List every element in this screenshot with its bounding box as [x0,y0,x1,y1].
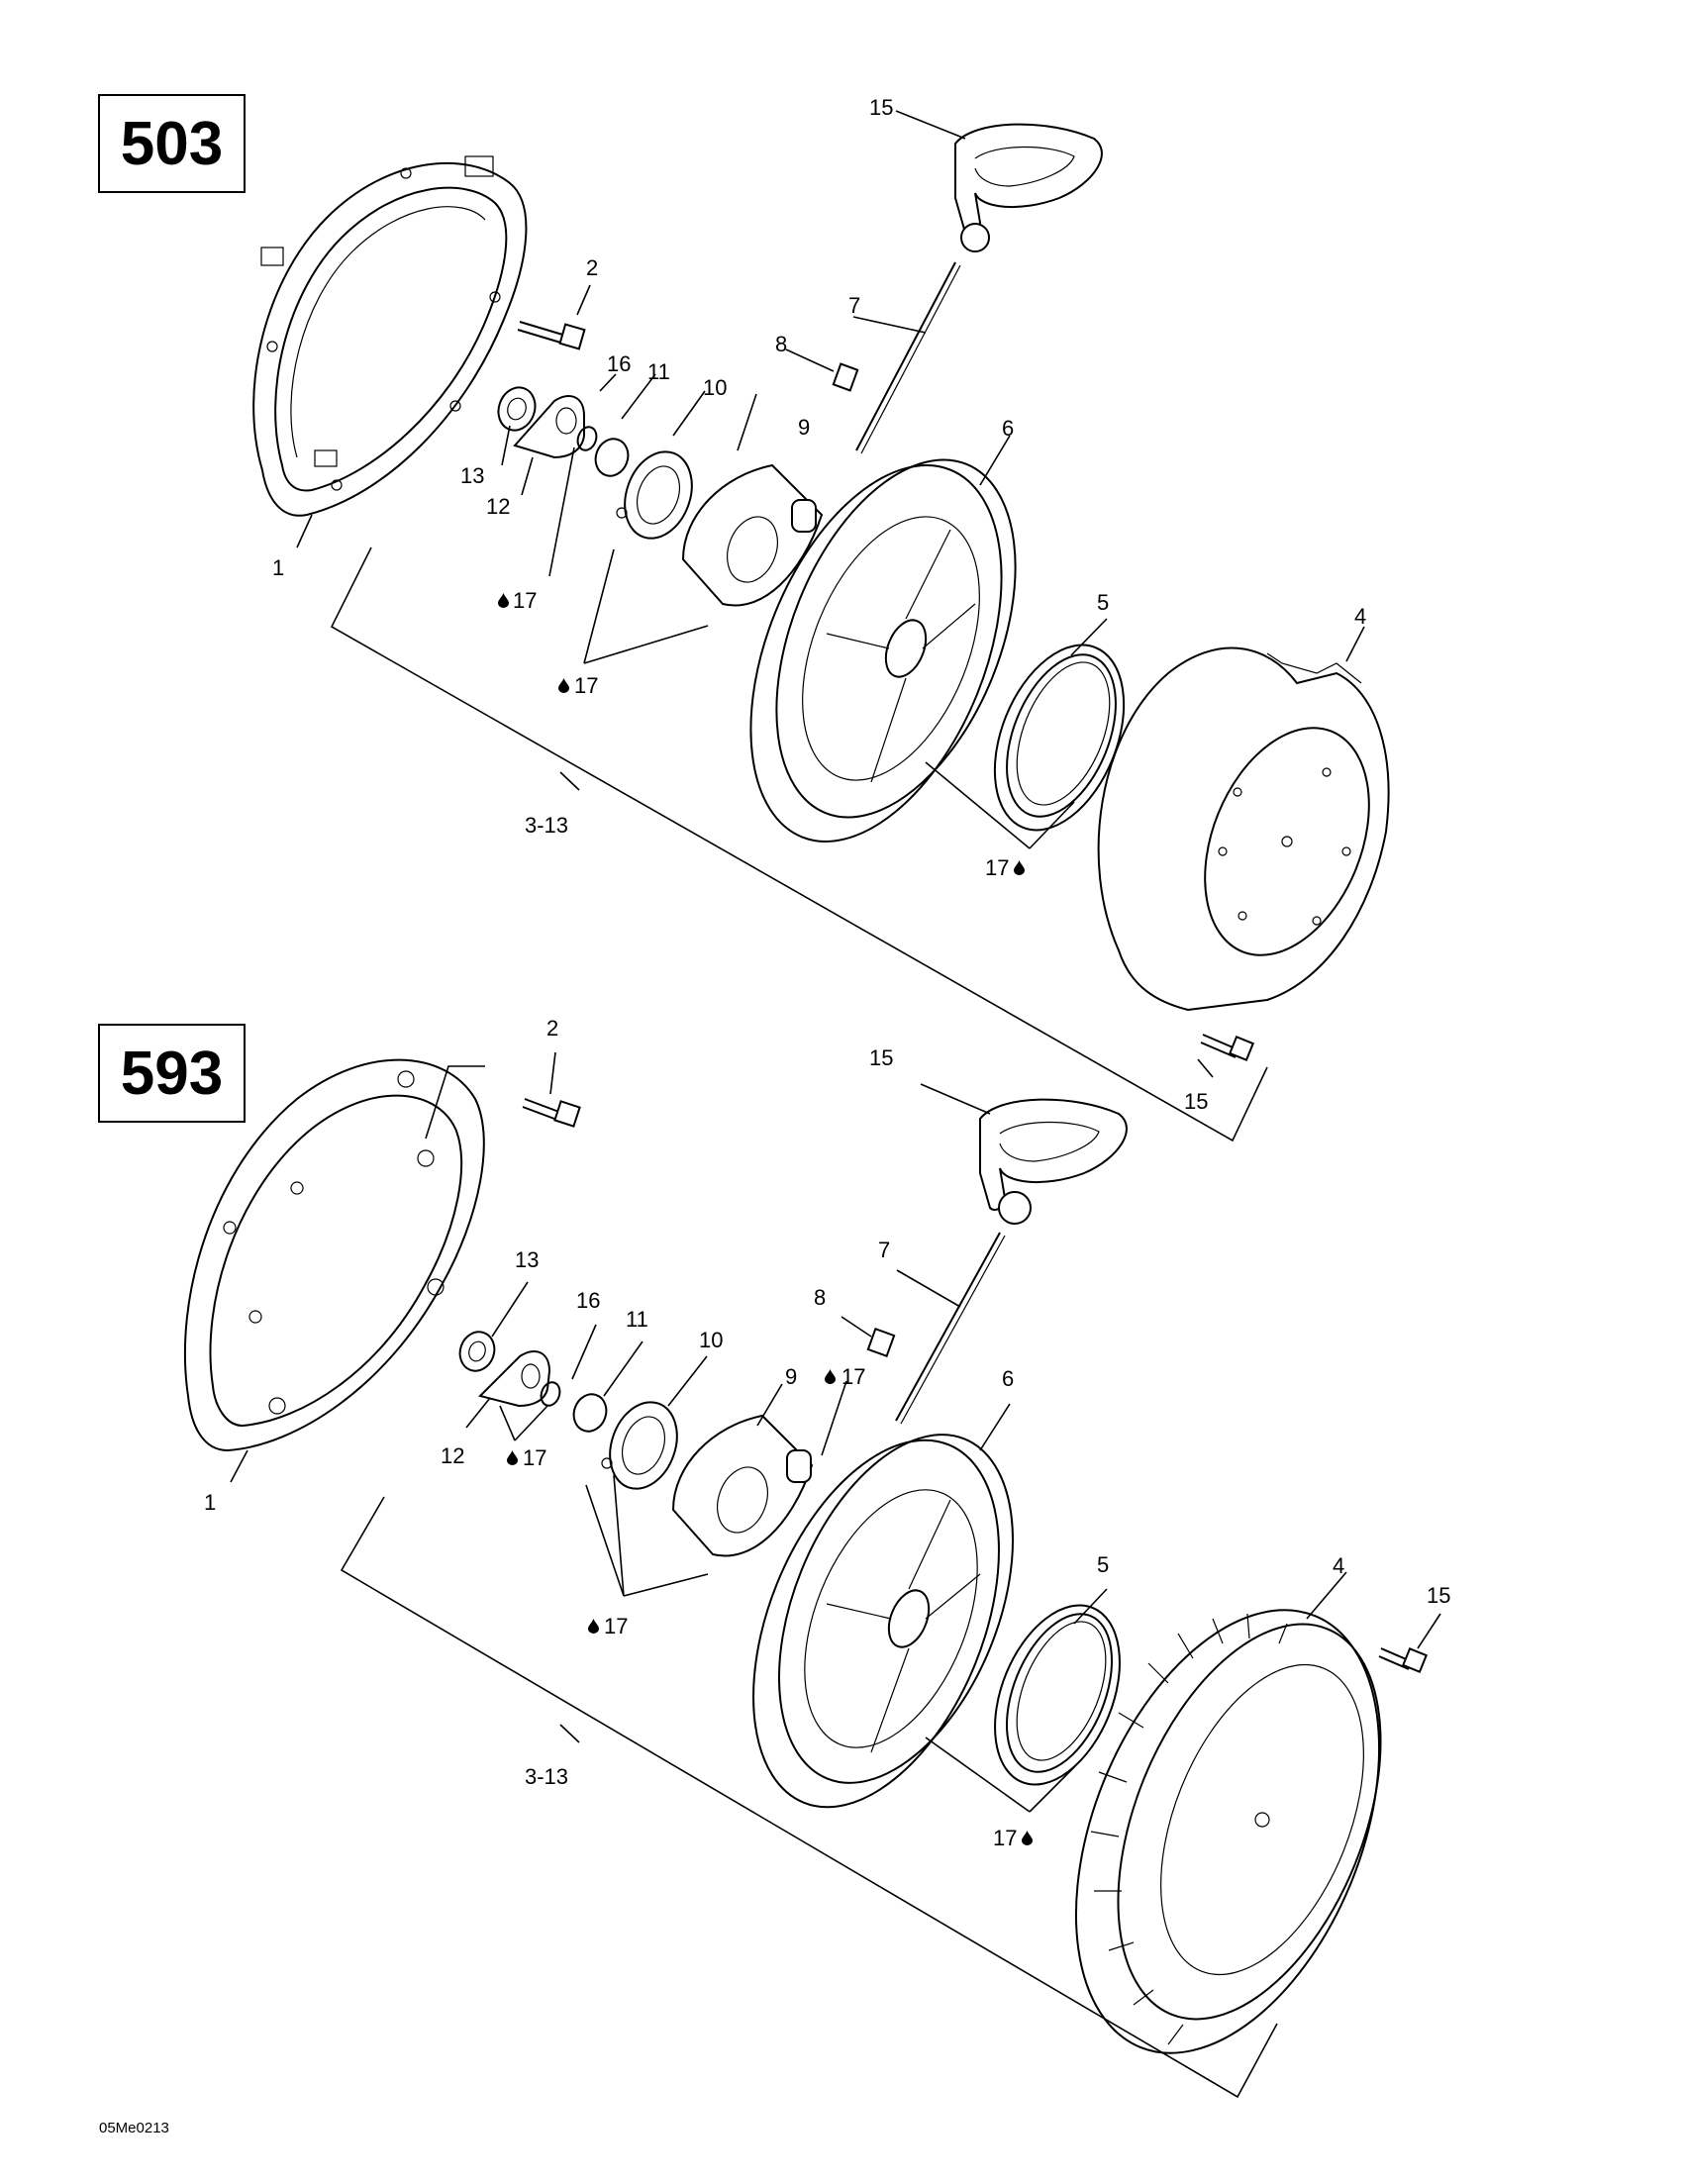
callout-593-7: 7 [878,1238,891,1262]
callout-503-11: 11 [647,359,670,384]
callout-503-17b: 17 [574,673,599,698]
callout-593-9: 9 [785,1364,798,1389]
drawing-code: 05Me0213 [99,2120,169,2136]
part-8-rope-lock [832,362,859,392]
callout-503-17c: 17 [985,855,1010,880]
callout-503-8: 8 [775,332,788,356]
callout-503-16: 16 [607,351,632,376]
part-10-pawl-plate [616,450,693,540]
diagram-503-parts [252,123,1390,1062]
callout-593-16: 16 [576,1288,601,1313]
callout-503-15b: 15 [1184,1089,1209,1114]
callout-593-11: 11 [626,1307,648,1332]
callout-503-2: 2 [586,255,599,280]
part-13-nut [497,386,537,432]
oil-drop-icon [507,1450,518,1465]
callout-593-6: 6 [1002,1366,1015,1391]
engine-503-label: 503 [98,94,246,193]
callout-503-12: 12 [486,494,511,519]
callout-593-13: 13 [515,1247,540,1272]
part-15-handle [979,1098,1128,1225]
part-1-mounting-ring [252,155,528,517]
part-5-spring [994,1604,1121,1786]
part-13-nut [458,1331,496,1372]
callout-593-12: 12 [441,1443,465,1468]
callout-593-2: 2 [546,1016,559,1041]
callout-593-4: 4 [1333,1553,1345,1578]
part-10-pawl-plate [601,1401,678,1490]
part-8-rope-lock [866,1327,896,1358]
oil-drop-icon [825,1369,836,1384]
callout-593-17c: 17 [604,1614,629,1638]
callout-503-9: 9 [798,415,811,440]
callout-593-17d: 17 [993,1826,1018,1850]
part-9-pawl [671,1414,814,1557]
part-6-rope-sheave [749,458,1017,843]
part-1-mounting-ring [183,1058,485,1452]
oil-drop-icon [558,678,569,693]
part-7-rope [895,1232,1001,1422]
part-11-bushing [572,1393,608,1433]
part-9-pawl [681,463,824,607]
oil-drop-icon [1022,1831,1033,1845]
oil-drop-icon [498,593,509,608]
callout-503-7: 7 [848,293,861,318]
diagram-593-parts [183,1058,1429,2054]
oil-drop-icon [1014,860,1025,875]
callout-503-5: 5 [1097,590,1110,615]
part-15-bolt [1378,1646,1429,1674]
part-4-starter-housing [1074,1609,1382,2054]
part-4-starter-housing [1097,646,1390,1012]
callout-503-17a: 17 [513,588,538,613]
callout-593-1: 1 [204,1490,217,1515]
part-7-rope [855,261,956,451]
oil-drop-icon [588,1619,599,1634]
part-6-rope-sheave [752,1434,1014,1809]
callout-503-1: 1 [272,555,285,580]
diagram-503-leaders [296,110,1365,1142]
part-16-washer [540,1381,561,1407]
part-15-handle [954,123,1103,252]
callout-503-15a: 15 [869,95,894,120]
part-2-bolt [517,321,586,350]
callout-593-17b: 17 [523,1445,547,1470]
part-15-bolt [1200,1034,1255,1062]
callout-593-15b: 15 [1427,1583,1451,1608]
callout-503-3-13: 3-13 [525,813,569,838]
callout-593-10: 10 [699,1328,724,1352]
part-2-bolt [522,1098,581,1128]
part-16-washer [576,426,598,451]
callout-593-8: 8 [814,1285,827,1310]
callout-593-3-13: 3-13 [525,1764,569,1789]
part-12-plate [478,1350,551,1408]
callout-503-4: 4 [1354,604,1367,629]
diagram-593-leaders [230,1051,1441,2099]
part-11-bushing [594,438,630,477]
callout-593-17a: 17 [842,1364,866,1389]
callout-593-15a: 15 [869,1045,894,1070]
engine-593-label: 593 [98,1024,246,1123]
callout-593-5: 5 [1097,1552,1110,1577]
part-12-plate [513,395,585,459]
callout-503-10: 10 [703,375,728,400]
callout-503-13: 13 [460,463,485,488]
callout-503-6: 6 [1002,416,1015,441]
